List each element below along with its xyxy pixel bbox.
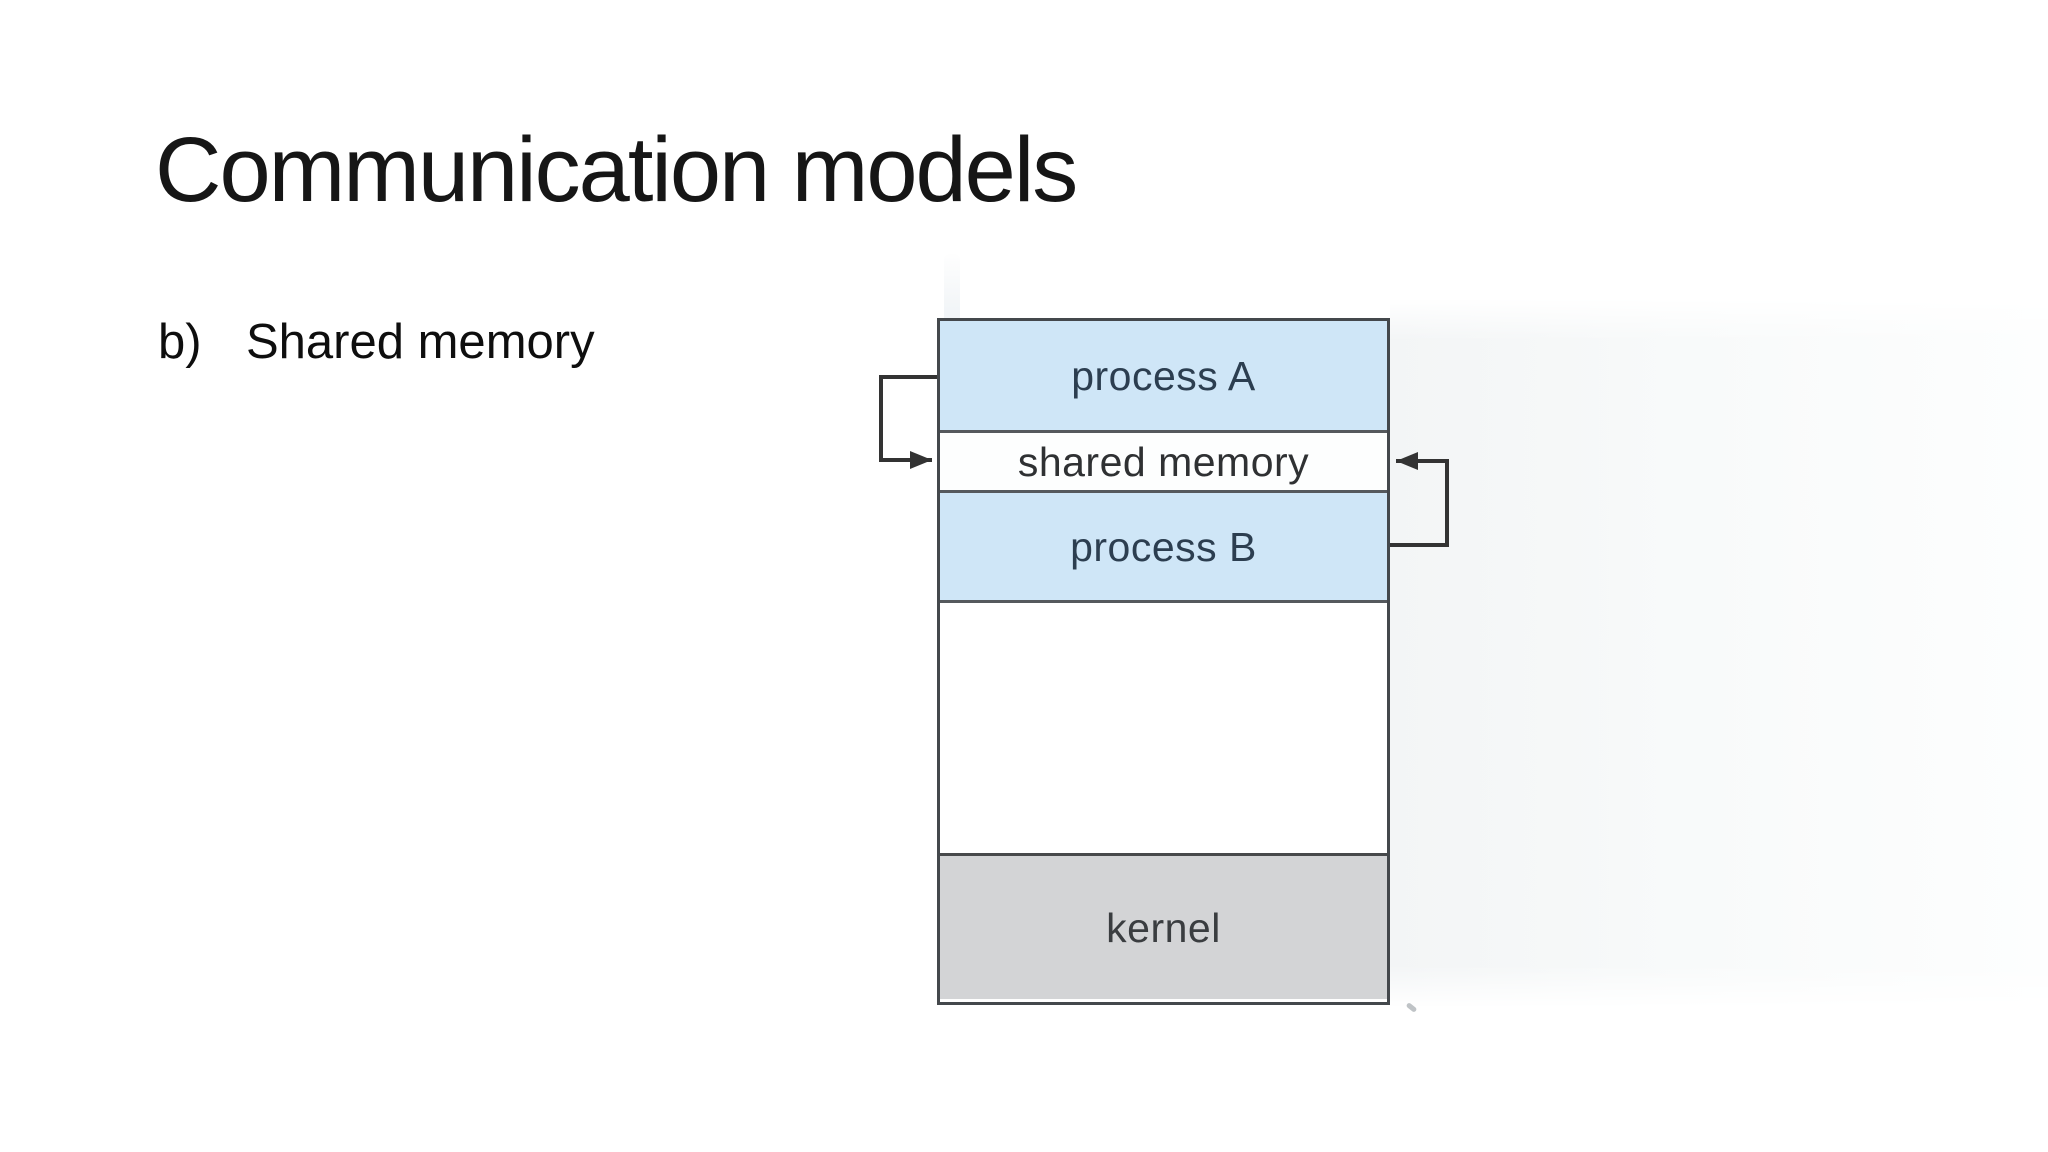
kernel-block: kernel [940, 853, 1387, 999]
page-title: Communication models [155, 119, 1078, 221]
process-b-label: process B [1070, 524, 1257, 570]
kernel-label: kernel [1106, 905, 1221, 951]
process-a-to-shared-memory-arrow [879, 375, 937, 469]
empty-memory-block [940, 603, 1387, 853]
process-b-block: process B [940, 493, 1387, 603]
shared-memory-block: shared memory [940, 433, 1387, 493]
figure-scan-smudge [944, 254, 960, 318]
memory-layout-box: process A shared memory process B kernel [937, 318, 1390, 1005]
shared-memory-label: shared memory [1017, 439, 1310, 485]
process-a-label: process A [1071, 353, 1256, 399]
process-a-block: process A [940, 321, 1387, 433]
bullet-marker: b) [158, 315, 202, 369]
bullet-label: Shared memory [246, 315, 595, 369]
figure-background-tint [1390, 298, 2048, 1008]
